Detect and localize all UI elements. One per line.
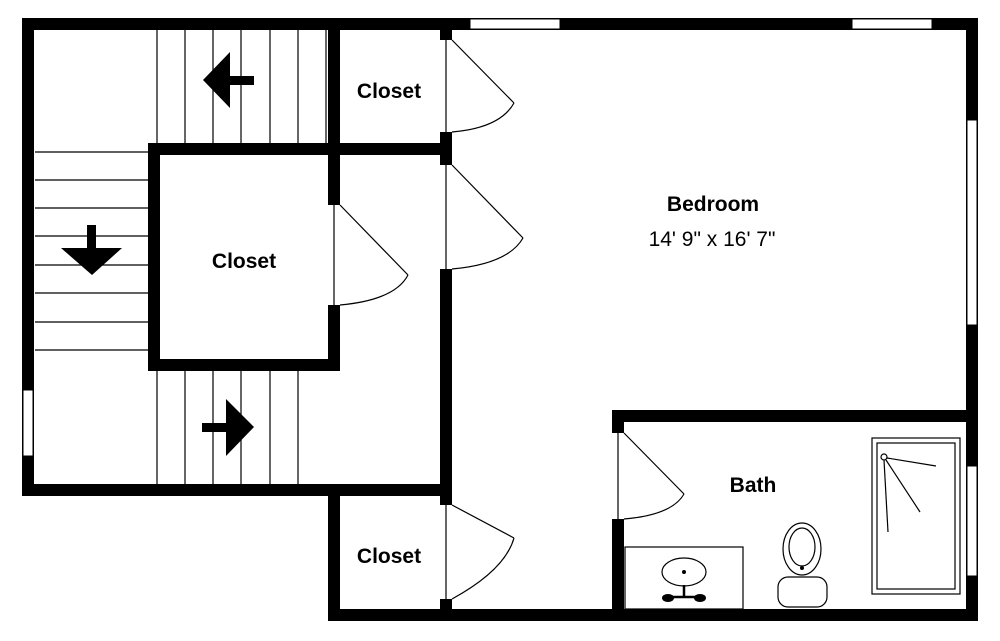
shower-icon — [871, 437, 961, 595]
stair-arrow-down-icon — [61, 225, 122, 275]
doors — [328, 39, 685, 600]
closet-top-label: Closet — [357, 80, 421, 103]
windows — [22, 18, 978, 577]
stair-arrow-left-icon — [203, 52, 254, 108]
sink-icon — [624, 546, 744, 610]
toilet-icon — [777, 522, 828, 608]
bedroom-dimensions: 14' 9" x 16' 7" — [649, 228, 776, 251]
closet-mid-label: Closet — [212, 250, 276, 273]
stair-arrow-right-icon — [202, 399, 254, 456]
bath-label: Bath — [730, 474, 777, 497]
closet-bottom-label: Closet — [357, 545, 421, 568]
bedroom-label: Bedroom — [667, 193, 759, 216]
